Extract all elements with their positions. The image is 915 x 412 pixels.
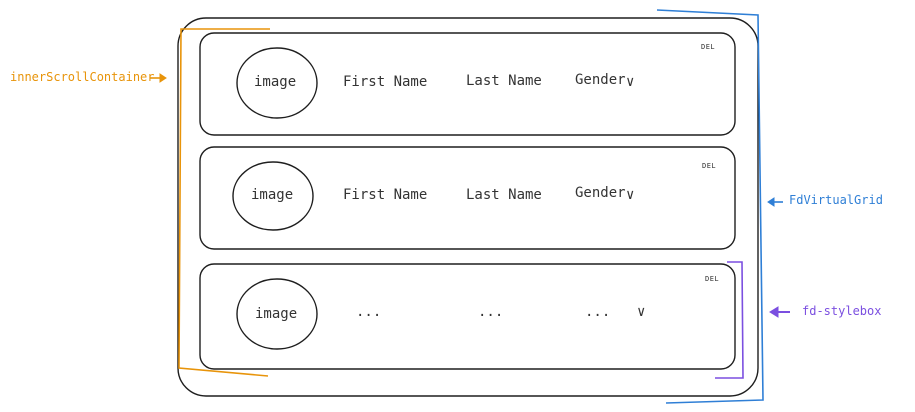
inner-scroll-label: innerScrollContainer (10, 70, 155, 84)
row-card-1 (199, 32, 736, 136)
row-3-del-button[interactable]: DEL (705, 275, 720, 283)
stylebox-arrowhead (769, 306, 779, 318)
row-2-del-button[interactable]: DEL (702, 162, 717, 170)
row-card-2 (199, 146, 736, 250)
row-3-image-label: image (255, 306, 298, 322)
row-1-first-name: First Name (343, 74, 428, 90)
avatar-circle-1 (236, 47, 318, 119)
row-3-chevron-down-icon[interactable]: ∨ (637, 304, 646, 320)
row-2-last-name: Last Name (466, 187, 542, 203)
row-2-image-label: image (251, 187, 294, 203)
stylebox-label: fd-stylebox (802, 304, 882, 318)
inner-scroll-arrowhead (159, 73, 167, 83)
stylebox-bracket (715, 261, 744, 379)
inner-scroll-bracket (178, 28, 270, 377)
avatar-circle-3 (236, 278, 318, 350)
virtual-grid-label: FdVirtualGrid (789, 193, 883, 207)
avatar-circle-2 (232, 161, 314, 231)
row-3-col-2: ... (478, 304, 504, 320)
row-1-last-name: Last Name (466, 73, 542, 89)
row-card-3 (199, 263, 736, 370)
row-2-first-name: First Name (343, 187, 428, 203)
row-1-image-label: image (254, 74, 297, 90)
virtual-grid-arrowhead (767, 197, 775, 207)
row-2-chevron-down-icon[interactable]: ∨ (626, 187, 635, 203)
row-1-gender: Gender (575, 72, 626, 88)
outer-container (177, 17, 759, 397)
row-3-col-1: ... (356, 304, 382, 320)
row-2-gender: Gender (575, 185, 626, 201)
row-1-chevron-down-icon[interactable]: ∨ (626, 74, 635, 90)
row-3-col-3: ... (585, 304, 611, 320)
row-1-del-button[interactable]: DEL (701, 43, 716, 51)
virtual-grid-bracket (656, 9, 764, 404)
